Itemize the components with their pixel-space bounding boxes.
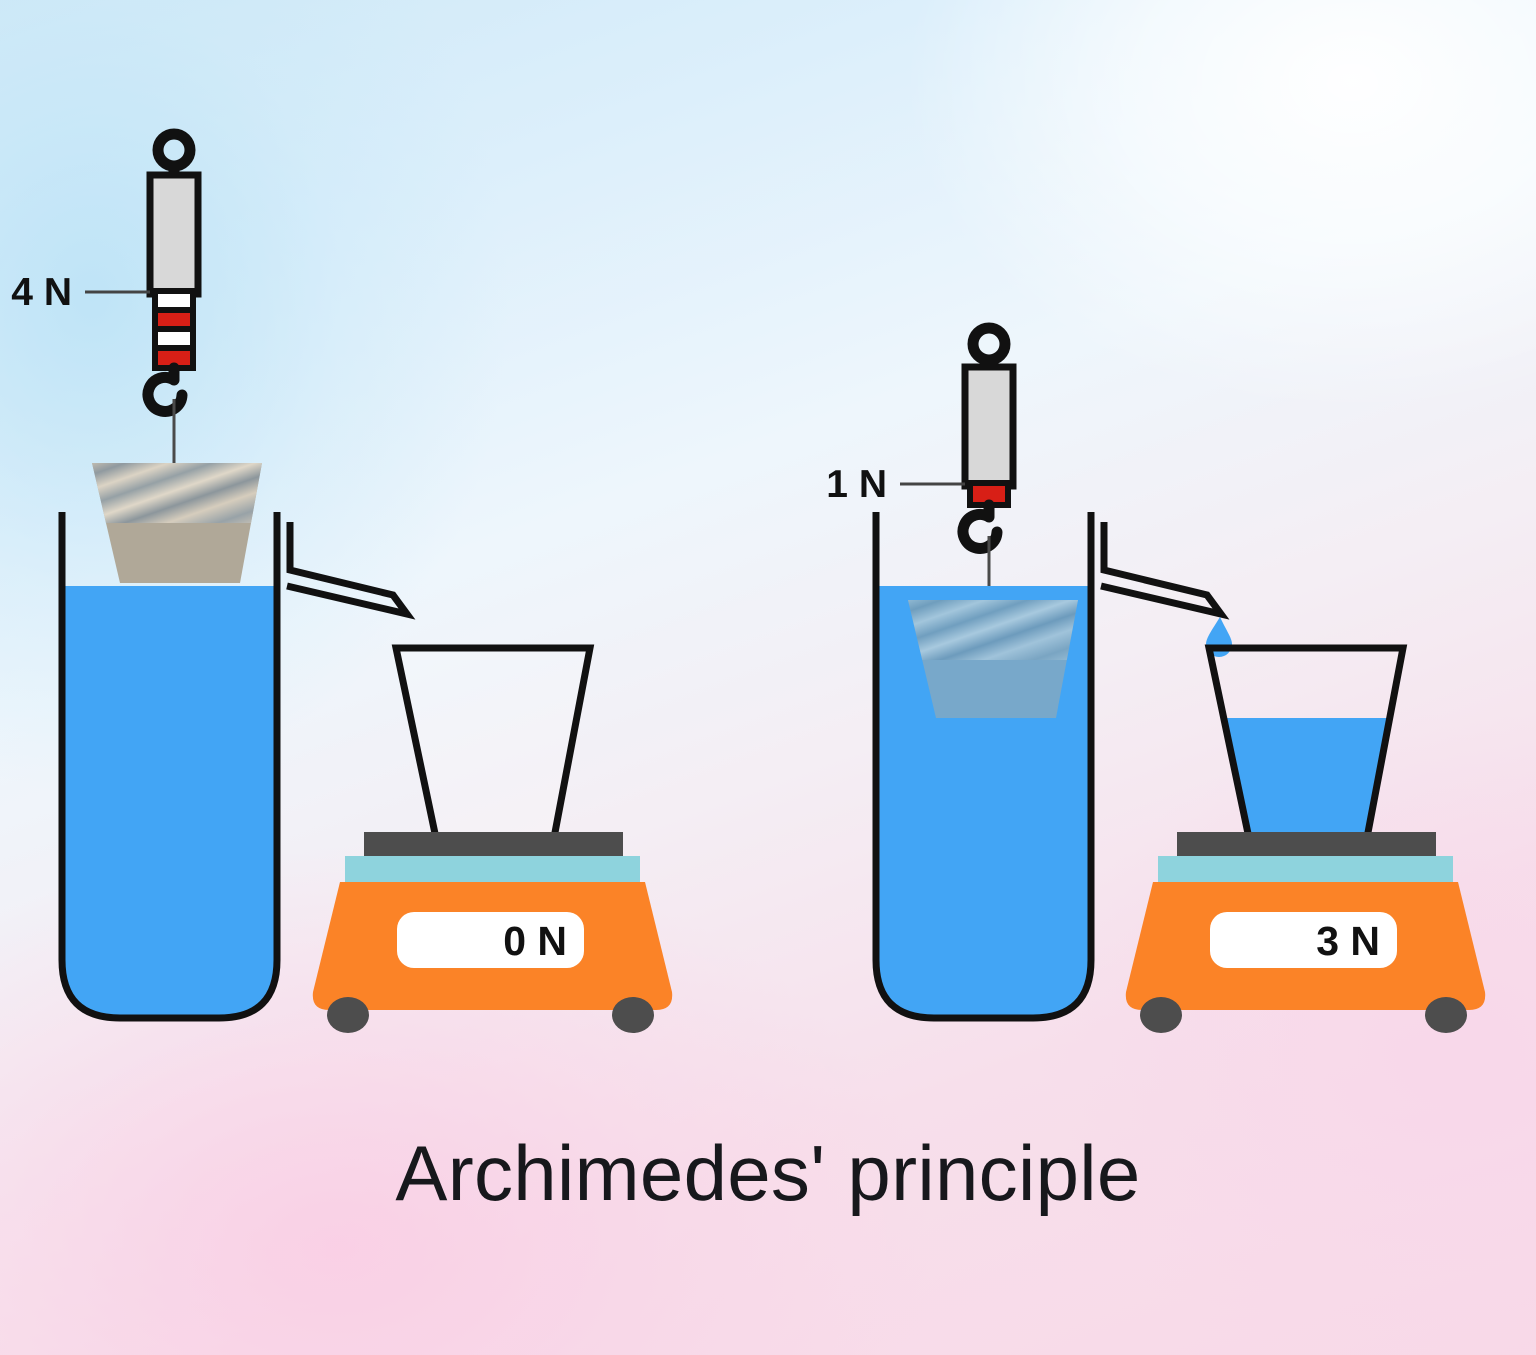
spring-scale-body [146,171,202,298]
spring-scale-reading-left: 4 N [11,271,72,314]
balance-left[interactable]: 0 N [312,644,673,1033]
overflow-beaker-spout-right [1100,522,1230,620]
block-in-air [92,463,262,583]
spring-scale-left[interactable] [142,128,202,470]
spring-scale-reading-right: 1 N [826,463,887,506]
balance-display-right [1210,912,1397,968]
setup-block-in-air: 4 N 0 [11,128,673,1033]
balance-foot-left-1 [327,997,369,1033]
balance-foot-left-2 [612,997,654,1033]
balance-strip-left [345,856,640,884]
balance-foot-right-1 [1140,997,1182,1033]
overflow-beaker-wall-right [872,512,1095,1022]
balance-reading-left: 0 N [503,918,567,964]
spring-scale-body-right [961,363,1017,490]
balance-display-left [397,912,584,968]
catch-beaker-left [391,644,595,847]
balance-right[interactable]: 3 N [1125,644,1486,1033]
page-title: Archimedes' principle [395,1129,1141,1217]
spring-scale-hook-icon-right [957,499,1003,554]
block-submerged [908,600,1078,718]
spring-scale-ring-icon [152,128,196,172]
balance-reading-right: 3 N [1316,918,1380,964]
spring-scale-hook-icon [142,362,188,417]
overflow-beaker-right [872,512,1232,1022]
balance-strip-right [1158,856,1453,884]
catch-beaker-right [1204,644,1408,847]
overflow-beaker-left [58,512,416,1022]
spring-scale-right[interactable] [957,322,1017,606]
overflow-beaker-wall-left [58,512,281,1022]
spring-scale-ring-icon-right [967,322,1011,366]
setup-block-submerged: 1 N [826,322,1486,1033]
balance-foot-right-2 [1425,997,1467,1033]
overflow-beaker-spout-left [286,522,416,620]
